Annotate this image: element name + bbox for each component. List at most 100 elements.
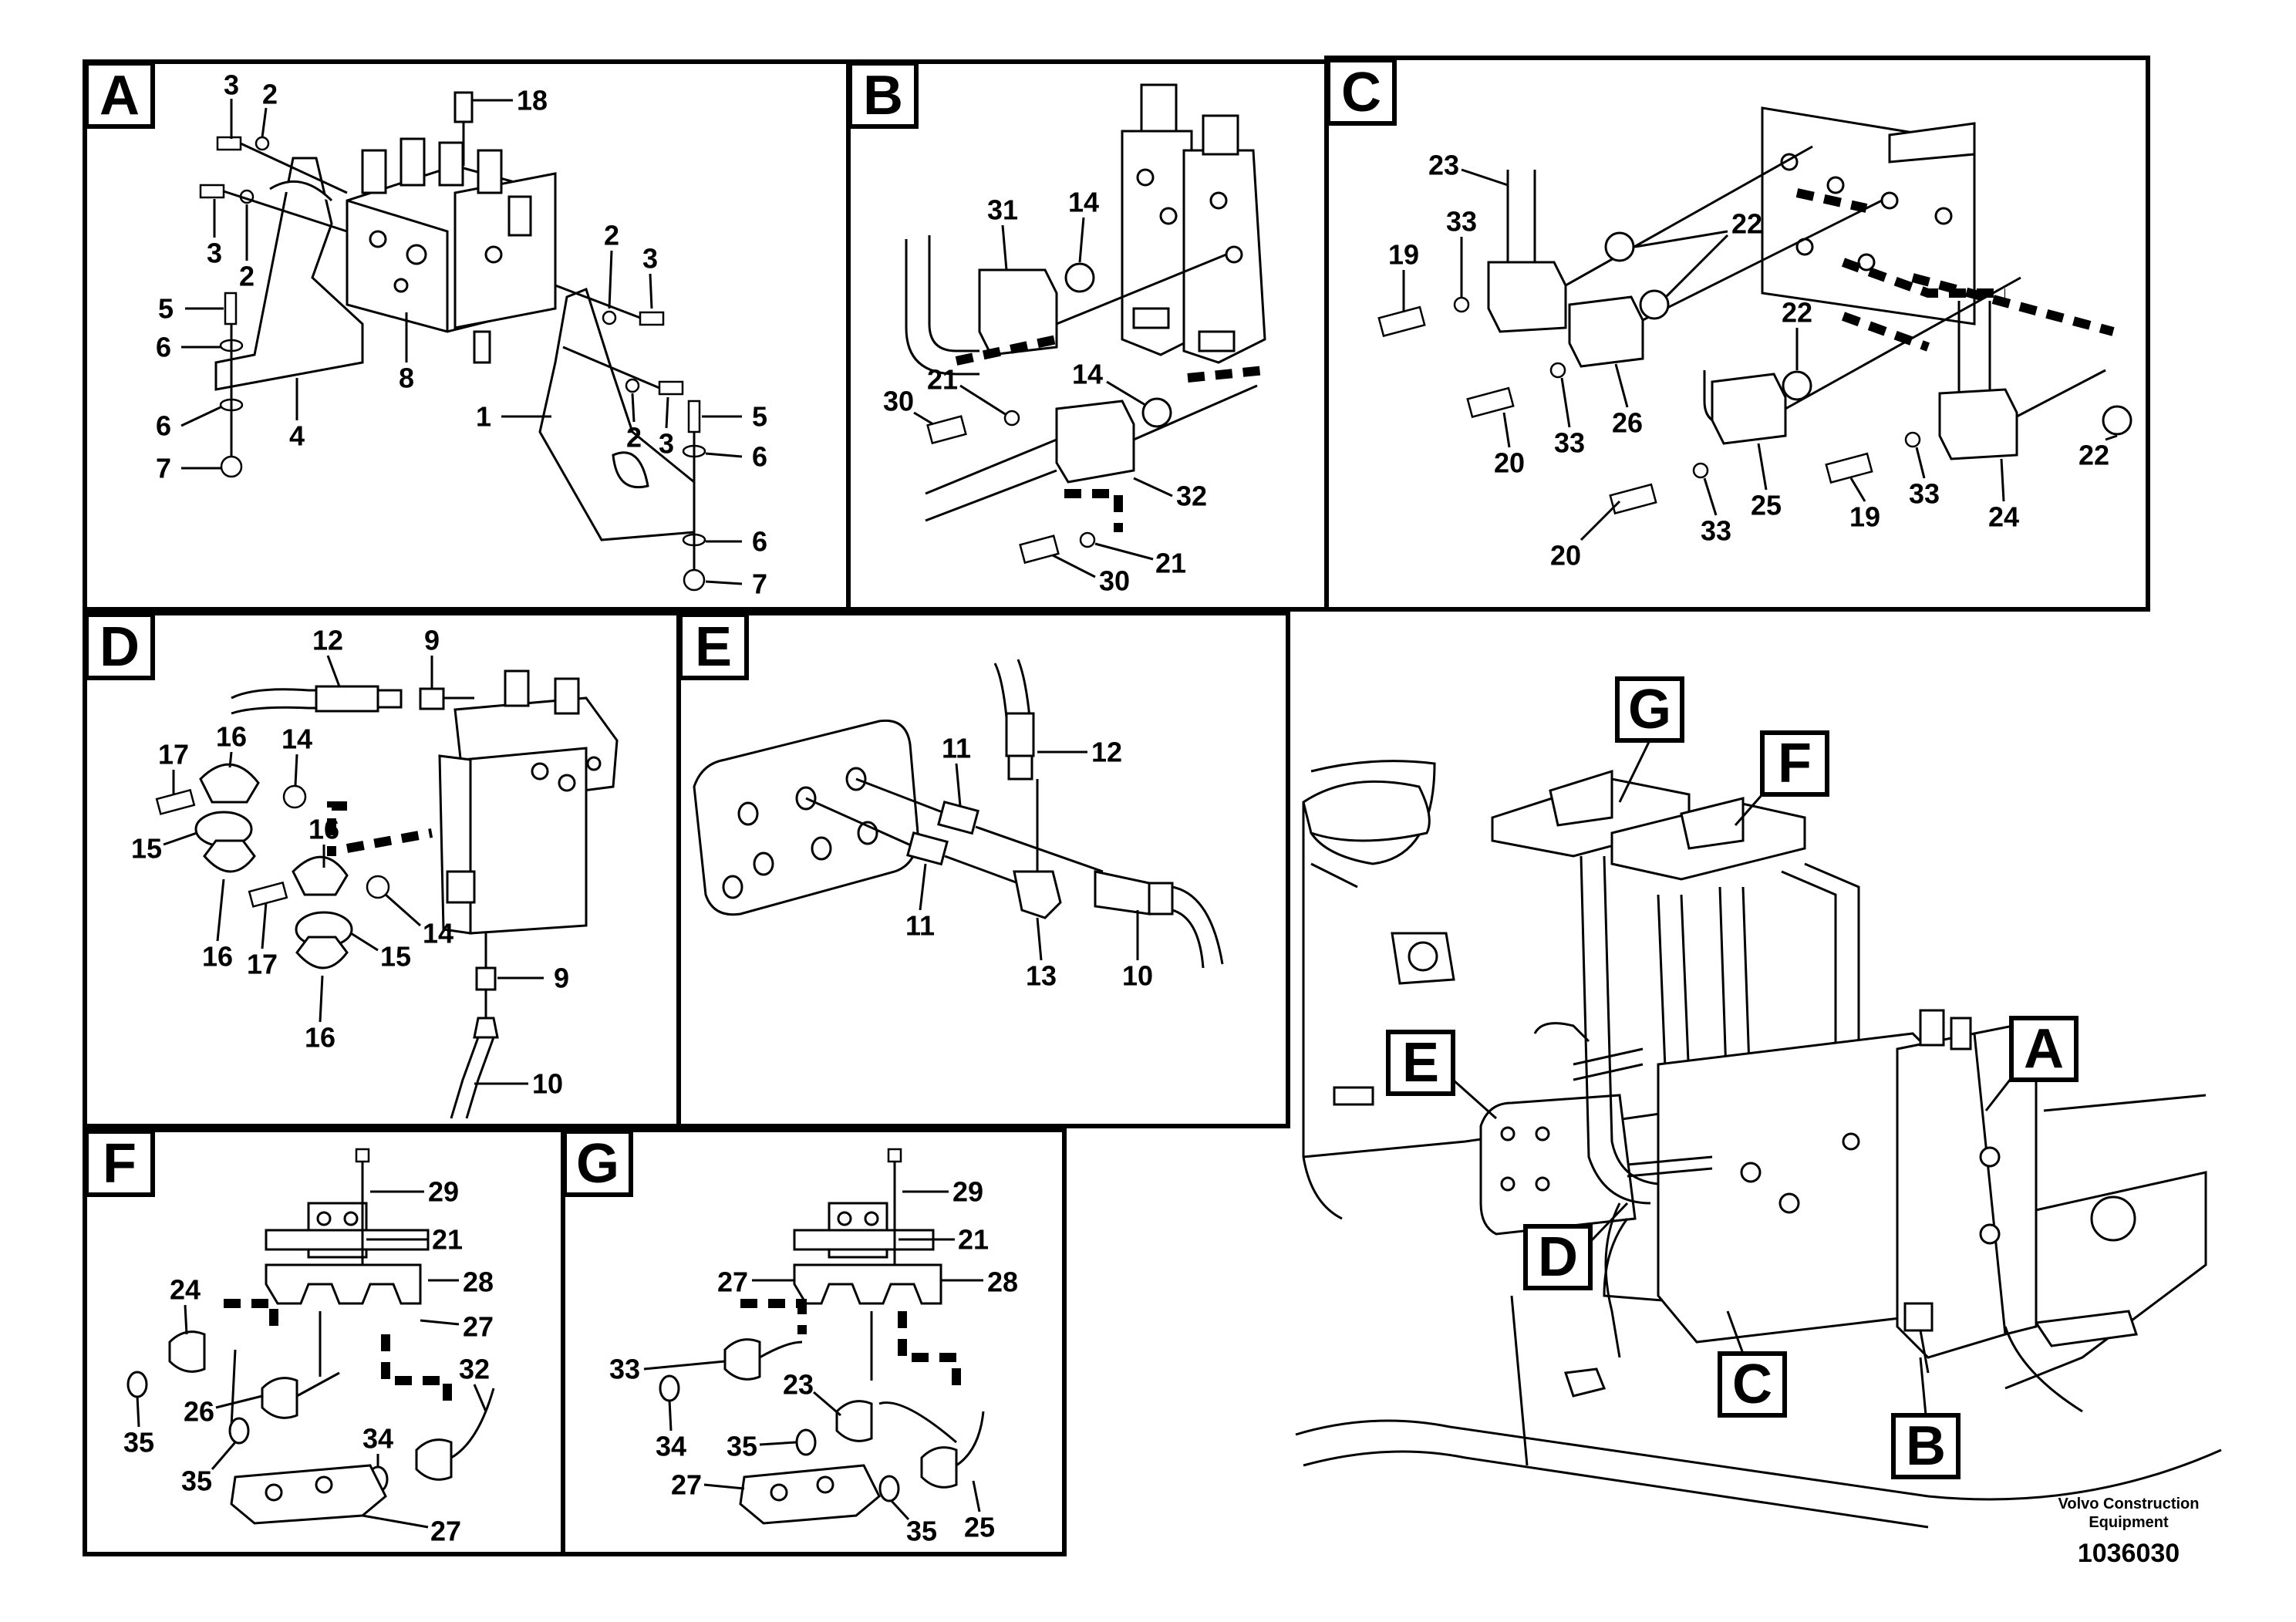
callout: 17: [247, 949, 278, 980]
callout: 21: [927, 364, 958, 396]
callout: 3: [207, 238, 222, 269]
callout: 6: [156, 332, 171, 363]
callout: 22: [1731, 208, 1762, 240]
overview-tag-g: G: [1615, 676, 1684, 803]
callout: 21: [958, 1224, 989, 1256]
panel-g-drawing: [659, 1148, 985, 1525]
callout: 26: [1612, 407, 1643, 439]
panel-c-frame: [1324, 56, 2150, 612]
overview-drawing: [1295, 760, 2222, 1529]
callout: 29: [952, 1176, 983, 1208]
svg-text:F: F: [1778, 733, 1812, 794]
panel-b-callouts: 31 14 21 14 30 32 21 30: [883, 187, 1207, 597]
callout: 20: [1494, 447, 1525, 479]
callout: 16: [202, 941, 233, 973]
callout: 18: [517, 85, 548, 116]
callout: 25: [964, 1512, 995, 1543]
overview-tag-d: D: [1523, 1202, 1629, 1290]
callout: 14: [282, 723, 312, 755]
callout: 10: [1122, 960, 1153, 992]
callout: 9: [424, 625, 440, 656]
callout: 16: [216, 721, 247, 753]
callout: 23: [783, 1369, 814, 1401]
callout: 27: [430, 1516, 461, 1547]
callout: 2: [626, 422, 642, 454]
svg-text:G: G: [576, 1133, 619, 1195]
callout: 2: [262, 79, 278, 110]
panel-g-tag: G: [562, 1129, 633, 1197]
callout: 28: [463, 1266, 494, 1298]
callout: 27: [463, 1311, 494, 1343]
svg-text:A: A: [99, 65, 140, 126]
callout: 9: [554, 963, 569, 994]
callout: 16: [305, 1022, 335, 1054]
credit-line-1: Volvo Construction: [2058, 1496, 2200, 1512]
callout: 35: [727, 1431, 757, 1462]
callout: 35: [123, 1427, 154, 1458]
svg-text:F: F: [103, 1133, 137, 1195]
callout: 24: [1988, 501, 2019, 533]
callout: 6: [752, 526, 767, 558]
callout: 3: [224, 69, 239, 101]
overview-tag-c: C: [1718, 1310, 1787, 1418]
callout: 7: [156, 453, 171, 484]
overview-tag-b: B: [1891, 1357, 1961, 1479]
panel-c-tag: C: [1326, 58, 1397, 126]
callout: 25: [1751, 490, 1782, 521]
document-number: 1036030: [2078, 1539, 2180, 1568]
callout: 16: [308, 814, 339, 845]
callout: 13: [1026, 960, 1057, 992]
callout: 28: [987, 1266, 1018, 1298]
callout: 30: [1099, 565, 1130, 597]
callout: 17: [158, 739, 189, 771]
callout: 10: [532, 1068, 563, 1100]
callout: 12: [312, 625, 343, 656]
panel-e-callouts: 12 11 11 13 10: [905, 733, 1153, 992]
callout: 11: [942, 733, 971, 764]
callout: 33: [1446, 206, 1477, 238]
callout: 33: [1701, 515, 1731, 547]
callout: 1: [476, 401, 491, 433]
panel-f-callouts: 29 21 28 27 24 26 32 35 35 34 27: [123, 1176, 494, 1547]
callout: 8: [399, 363, 414, 394]
panel-d-tag: D: [84, 612, 155, 680]
credit-line-2: Equipment: [2089, 1514, 2169, 1531]
svg-text:D: D: [1538, 1226, 1578, 1288]
panel-e-frame: [676, 611, 1290, 1128]
callout: 33: [1909, 478, 1940, 510]
callout: 20: [1550, 540, 1581, 572]
callout: 33: [1554, 427, 1585, 459]
svg-text:D: D: [99, 616, 140, 678]
panel-g-callouts: 29 21 27 28 33 23 34 35 27 35 25: [609, 1176, 1018, 1547]
panel-b-tag: B: [848, 61, 919, 129]
callout: 19: [1388, 239, 1419, 271]
callout: 19: [1849, 501, 1880, 533]
callout: 3: [659, 428, 674, 460]
callout: 5: [752, 401, 767, 433]
panel-g-frame: [561, 1128, 1067, 1556]
panel-a-callouts: 3 2 18 3 2 2 3 5 6 8 6 4 1 2 3 5 6 7 6: [156, 69, 767, 600]
callout: 27: [671, 1469, 702, 1501]
overview-tags: G F E A D C B: [1386, 676, 2079, 1479]
callout: 21: [1155, 548, 1186, 579]
callout: 23: [1428, 150, 1459, 181]
panel-d-callouts: 12 9 17 16 14 16 15 16 17 14 15 9 16 10: [131, 625, 569, 1100]
callout: 15: [380, 941, 411, 973]
overview-tag-e: E: [1386, 1030, 1497, 1120]
svg-text:B: B: [1906, 1415, 1946, 1477]
callout: 34: [656, 1431, 686, 1462]
callout: 35: [906, 1516, 937, 1547]
callout: 14: [423, 918, 453, 949]
callout: 34: [362, 1423, 393, 1455]
panel-f-tag: F: [84, 1129, 155, 1197]
svg-text:C: C: [1732, 1354, 1772, 1415]
panel-b-drawing: [905, 83, 1266, 565]
callout: 2: [604, 220, 619, 251]
callout: 32: [1176, 481, 1207, 512]
callout: 31: [987, 194, 1018, 226]
callout: 29: [428, 1176, 459, 1208]
panel-e-drawing: [693, 659, 1224, 969]
callout: 32: [459, 1354, 490, 1385]
callout: 14: [1072, 359, 1103, 390]
